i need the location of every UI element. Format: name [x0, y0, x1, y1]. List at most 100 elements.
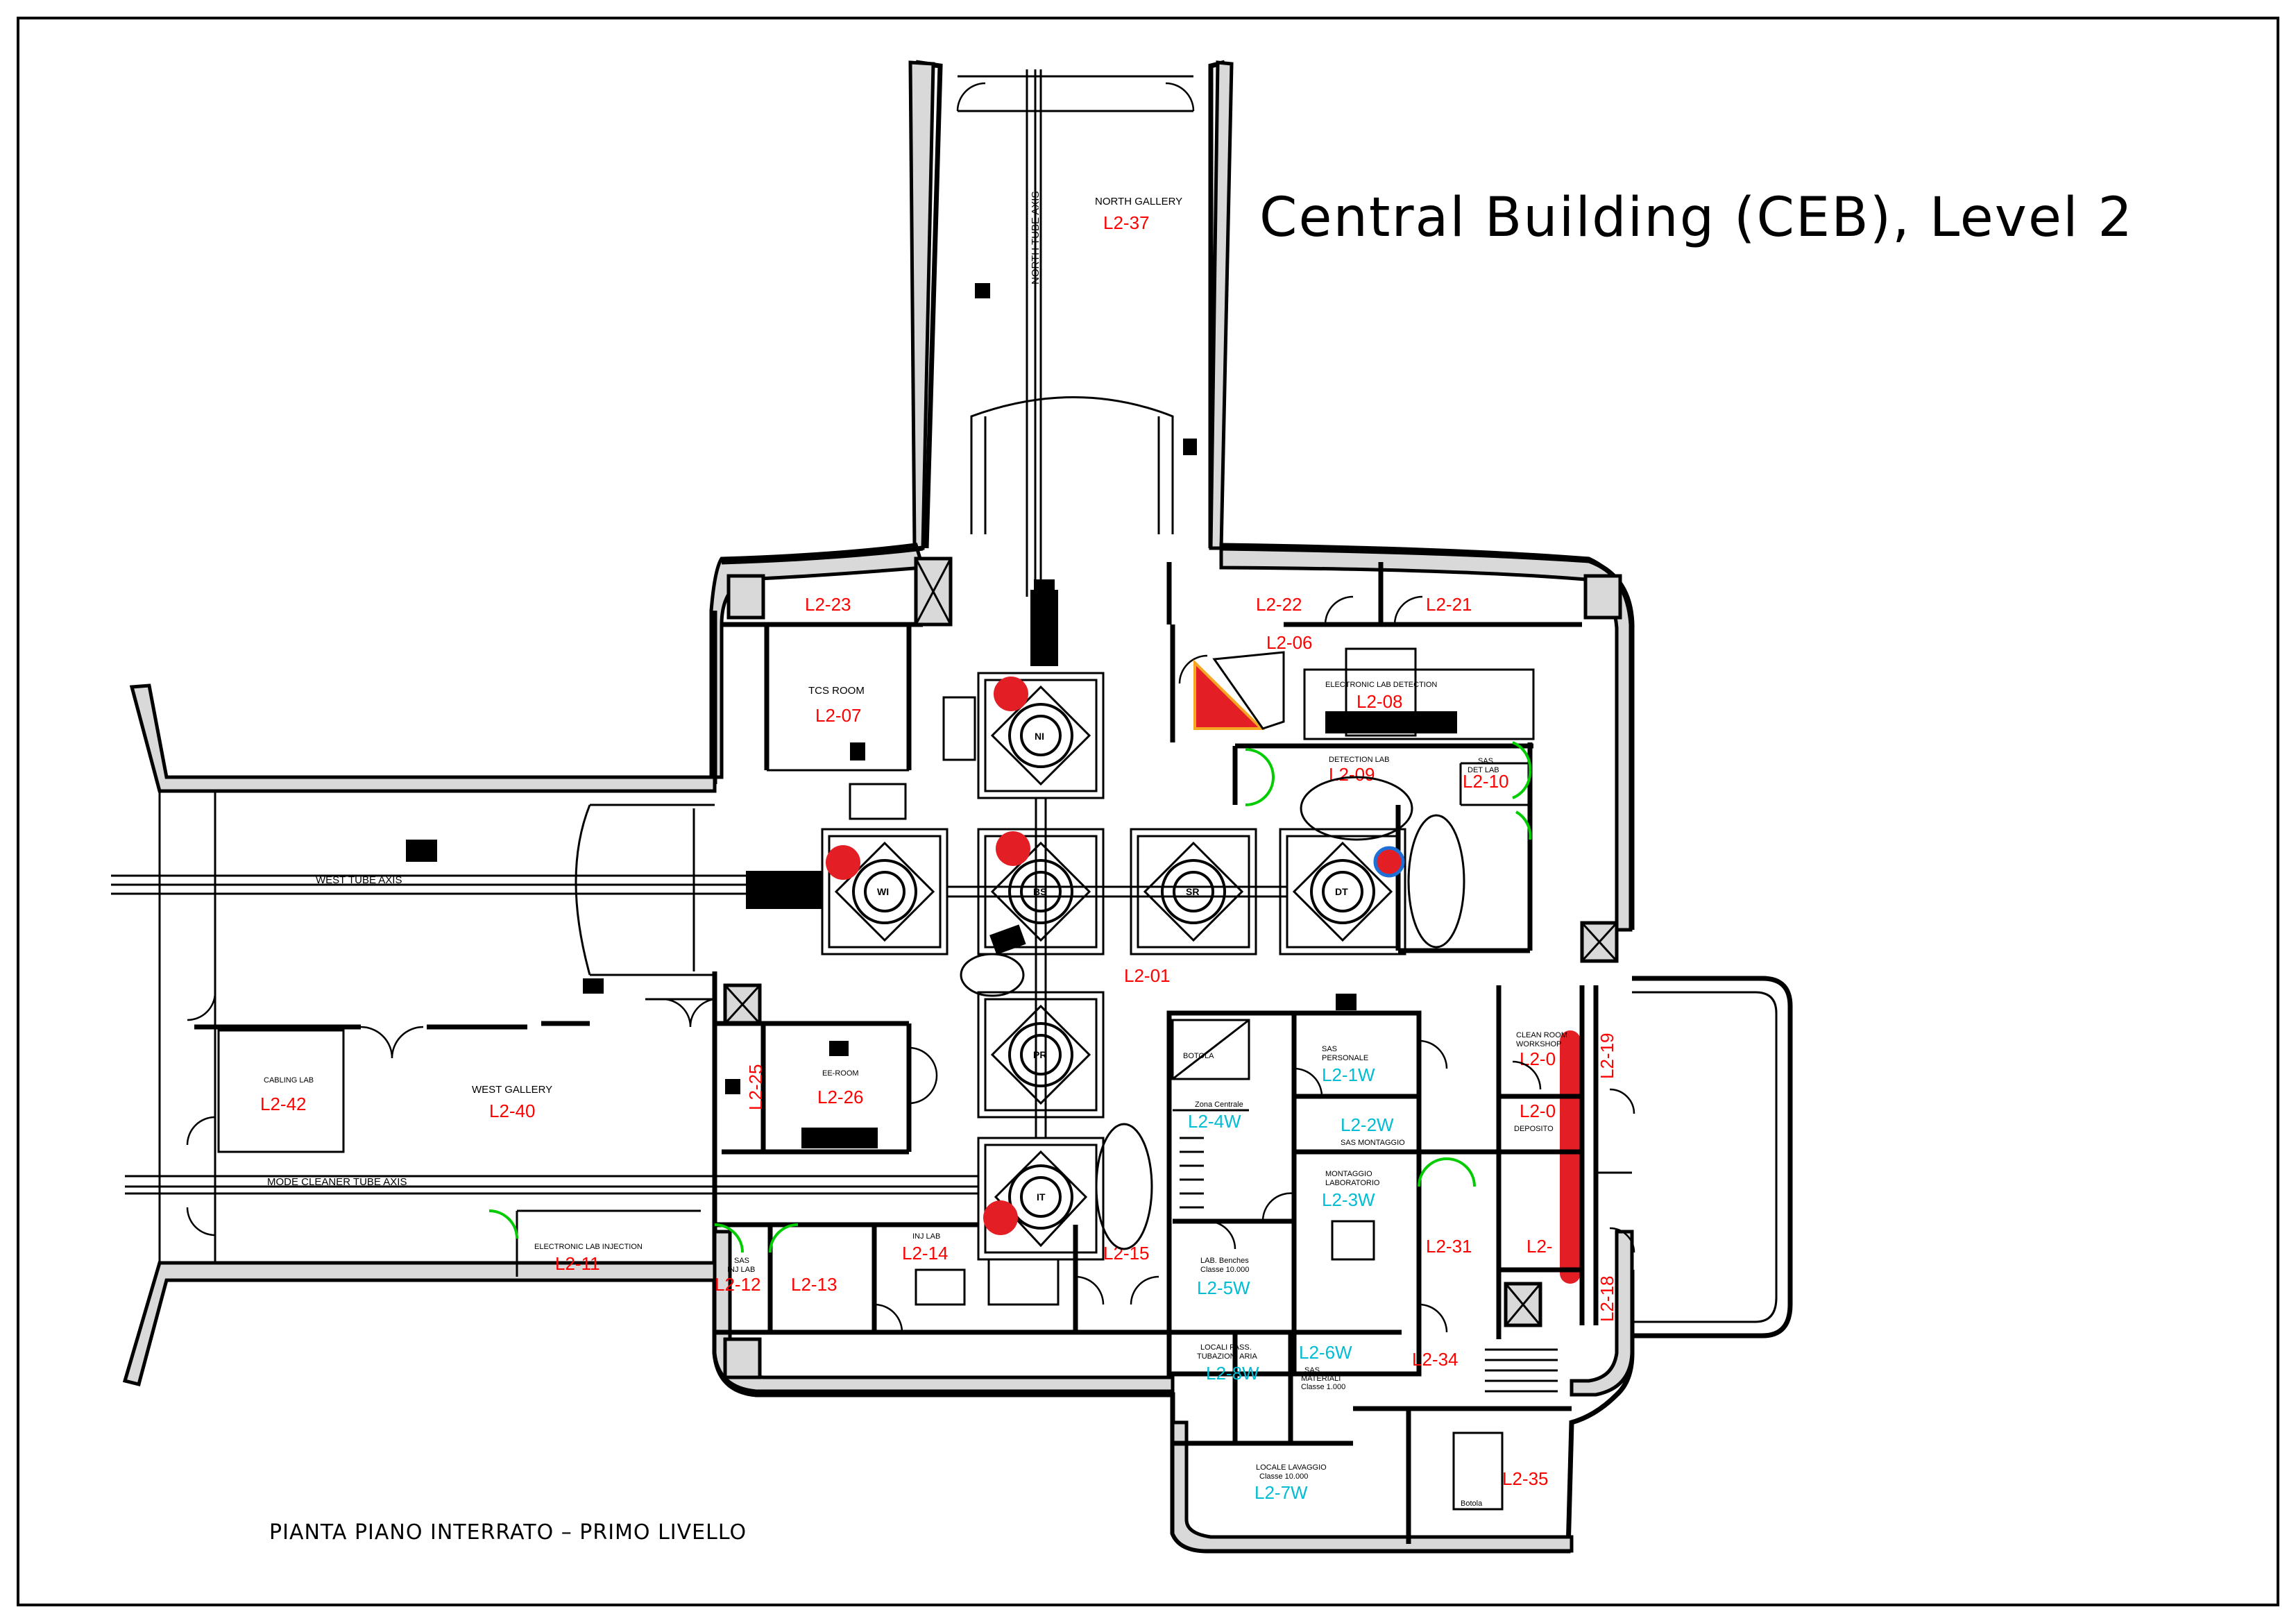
- mode-cleaner-axis-label: MODE CLEANER TUBE AXIS: [267, 1176, 407, 1188]
- plan-subtitle: PIANTA PIANO INTERRATO – PRIMO LIVELLO: [269, 1520, 747, 1545]
- tower-label-wi: WI: [877, 886, 889, 897]
- locale-lavaggio-name-1: LOCALE LAVAGGIO: [1256, 1463, 1327, 1472]
- room-l2-12: L2-12: [715, 1274, 761, 1295]
- room-l2-22: L2-22: [1256, 594, 1302, 615]
- room-l2-34: L2-34: [1412, 1349, 1459, 1370]
- room-l2-42: L2-42: [260, 1094, 307, 1114]
- sas-inj-lab-name-2: INJ LAB: [727, 1266, 755, 1274]
- room-l2-09: L2-09: [1329, 764, 1375, 785]
- west-tube-axis-label: WEST TUBE AXIS: [316, 874, 402, 886]
- electronic-lab-injection-name: ELECTRONIC LAB INJECTION: [534, 1243, 643, 1251]
- room-l2-7w: L2-7W: [1255, 1482, 1308, 1503]
- deposito-name: DEPOSITO: [1514, 1125, 1554, 1133]
- room-l2-07: L2-07: [815, 705, 862, 726]
- clean-room-area: BOTOLA Zona Centrale L2-4W SAS PERSONALE…: [1166, 994, 1572, 1544]
- west-gallery-name: WEST GALLERY: [472, 1084, 552, 1096]
- sas-personale-name-2: PERSONALE: [1322, 1054, 1368, 1062]
- marker-dot: [983, 1200, 1018, 1235]
- room-l2-10: L2-10: [1463, 771, 1509, 792]
- locali-passaggio-name-2: TUBAZIONI ARIA: [1197, 1352, 1257, 1361]
- west-gallery: WEST TUBE AXIS CABLING LAB L2-42 WEST GA…: [111, 683, 978, 1387]
- clean-room-name-1: CLEAN ROOM: [1516, 1031, 1567, 1039]
- room-l2-26: L2-26: [817, 1087, 864, 1107]
- room-l2-35: L2-35: [1502, 1468, 1549, 1489]
- room-l2-14: L2-14: [902, 1243, 949, 1264]
- marker-dot: [1373, 846, 1405, 878]
- room-l2-2x: L2-: [1527, 1236, 1553, 1257]
- locale-lavaggio-name-2: Classe 10.000: [1259, 1472, 1308, 1481]
- drawing-frame: [17, 17, 2279, 1606]
- red-markers: [826, 677, 1581, 1284]
- room-l2-25: L2-25: [745, 1064, 766, 1111]
- north-gallery-name: NORTH GALLERY: [1095, 196, 1182, 207]
- tower-ni: NI: [977, 672, 1105, 799]
- lab-benches-name-2: Classe 10.000: [1200, 1266, 1249, 1274]
- sas-materiali-name-1: SAS: [1304, 1366, 1320, 1375]
- room-l2-21: L2-21: [1426, 594, 1472, 615]
- electronic-lab-detection-name: ELECTRONIC LAB DETECTION: [1325, 681, 1437, 689]
- room-l2-0b: L2-0: [1520, 1101, 1556, 1121]
- room-l2-13: L2-13: [791, 1274, 837, 1295]
- tower-label-it: IT: [1037, 1191, 1046, 1203]
- room-l2-19: L2-19: [1597, 1033, 1617, 1080]
- ee-room-name: EE-ROOM: [822, 1069, 859, 1078]
- sas-materiali-name-2: MATERIALI: [1301, 1375, 1341, 1383]
- room-l2-08: L2-08: [1357, 691, 1403, 712]
- north-gallery: NORTH TUBE AXIS NORTH GALLERY L2-37: [908, 60, 1234, 663]
- sas-inj-lab-name-1: SAS: [734, 1257, 749, 1265]
- east-annex: L2-19 L2-18: [1593, 976, 1793, 1339]
- stair: [1180, 1137, 1204, 1209]
- montaggio-name-2: LABORATORIO: [1325, 1179, 1380, 1187]
- sas-det-lab-name-1: SAS: [1478, 757, 1493, 765]
- marker-dot: [996, 831, 1030, 866]
- tcs-room-name: TCS ROOM: [808, 685, 865, 697]
- tower-dt: DT: [1279, 828, 1406, 955]
- sas-det-lab-name-2: DET LAB: [1468, 766, 1499, 774]
- tower-sr: SR: [1130, 828, 1257, 955]
- room-l2-37: L2-37: [1103, 212, 1150, 233]
- room-l2-3w: L2-3W: [1322, 1189, 1375, 1210]
- room-l2-18: L2-18: [1597, 1276, 1617, 1323]
- detection-lab-name: DETECTION LAB: [1329, 756, 1389, 764]
- sas-materiali-name-3: Classe 1.000: [1301, 1383, 1345, 1391]
- room-l2-40: L2-40: [489, 1101, 536, 1121]
- tower-label-sr: SR: [1186, 886, 1199, 897]
- cabling-lab-name: CABLING LAB: [264, 1076, 314, 1085]
- clean-room-name-2: WORKSHOP: [1516, 1040, 1561, 1048]
- north-tube-axis-label: NORTH TUBE AXIS: [1030, 192, 1041, 284]
- tower-links: [746, 590, 1287, 1138]
- room-l2-31: L2-31: [1426, 1236, 1472, 1257]
- tower-label-dt: DT: [1335, 886, 1348, 897]
- sas-montaggio-name: SAS MONTAGGIO: [1341, 1139, 1405, 1147]
- lab-benches-name-1: LAB. Benches: [1200, 1257, 1249, 1265]
- marker-dot: [994, 677, 1028, 711]
- room-l2-0a: L2-0: [1520, 1048, 1556, 1069]
- room-l2-4w: L2-4W: [1188, 1111, 1241, 1132]
- room-l2-8w: L2-8W: [1206, 1363, 1259, 1384]
- room-l2-23: L2-23: [805, 594, 851, 615]
- room-l2-1w: L2-1W: [1322, 1064, 1375, 1085]
- room-l2-2w: L2-2W: [1341, 1114, 1394, 1135]
- west-lower-rooms: L2-25 EE-ROOM L2-26 SAS INJ LAB L2-12 L2…: [714, 1021, 1173, 1335]
- montaggio-name-1: MONTAGGIO: [1325, 1170, 1372, 1178]
- marker-dot: [826, 845, 860, 880]
- stair-east: [1485, 1348, 1558, 1393]
- east-strip: CLEAN ROOM WORKSHOP L2-0 L2-0 DEPOSITO L…: [1412, 985, 1585, 1393]
- botola-name: BOTOLA: [1183, 1052, 1214, 1060]
- room-l2-15: L2-15: [1103, 1243, 1150, 1264]
- locali-passaggio-name-1: LOCALI PASS.: [1200, 1343, 1252, 1352]
- room-l2-5w: L2-5W: [1197, 1277, 1250, 1298]
- warning-triangle: [1193, 659, 1265, 730]
- plan-title: Central Building (CEB), Level 2: [1259, 187, 2134, 249]
- inj-lab-name: INJ LAB: [912, 1232, 940, 1241]
- main-building: [709, 543, 1635, 1554]
- zona-centrale-name: Zona Centrale: [1195, 1101, 1243, 1109]
- tower-label-ni: NI: [1035, 731, 1044, 742]
- sas-personale-name-1: SAS: [1322, 1045, 1337, 1053]
- room-l2-11: L2-11: [555, 1253, 600, 1274]
- room-l2-06: L2-06: [1266, 632, 1313, 653]
- botola-small-name: Botola: [1461, 1499, 1483, 1508]
- room-l2-01: L2-01: [1124, 965, 1171, 986]
- room-l2-6w: L2-6W: [1299, 1342, 1352, 1363]
- tower-bs: BS: [977, 828, 1105, 955]
